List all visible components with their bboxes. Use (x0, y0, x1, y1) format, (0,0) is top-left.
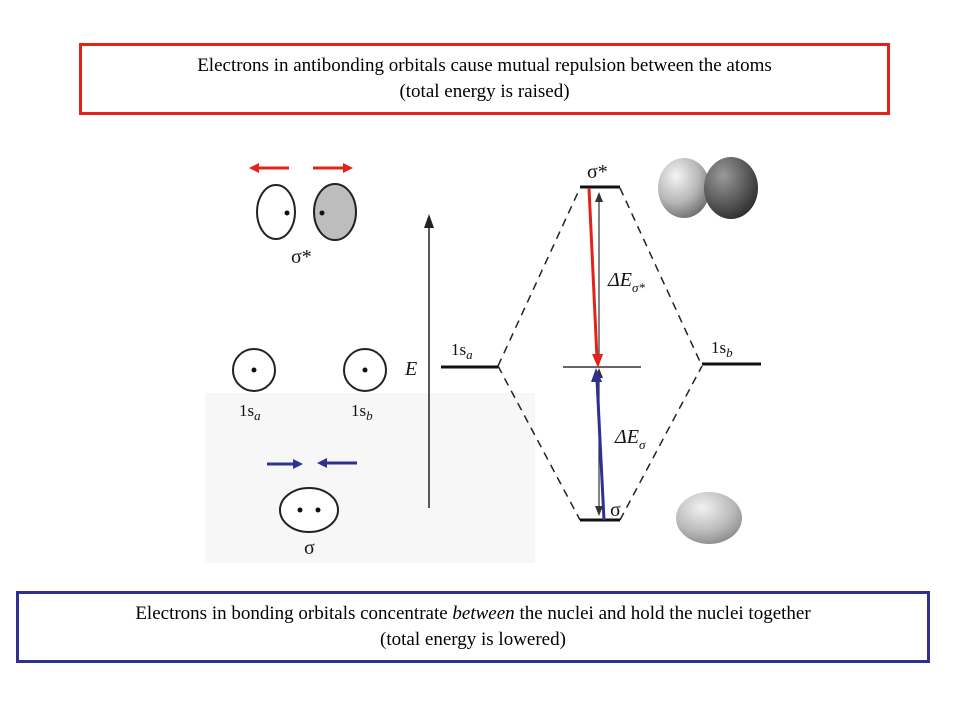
bonding-caption-emphasis: between (452, 603, 515, 624)
sigma-star-lobe-a (256, 184, 296, 240)
bonding-highlight-arrow (595, 379, 606, 521)
atomic-orbitals-picture: 1sa 1sb (232, 348, 387, 423)
antibonding-highlight-arrow (587, 187, 599, 359)
correlation-lines (497, 187, 703, 521)
attraction-arrows (267, 458, 357, 469)
sigma-3d-render (676, 492, 742, 544)
sigma-star-lobe-b (313, 183, 357, 241)
delta-e-sigma-star-label: ΔEσ* (607, 269, 645, 295)
bonding-caption-line1: Electrons in bonding orbitals concentrat… (135, 603, 811, 624)
scan-background-patch (205, 393, 535, 563)
repulsion-arrows (249, 163, 353, 173)
level-label-1sb: 1sb (711, 338, 733, 360)
energy-axis-label: E (404, 358, 417, 380)
bonding-caption-box: Electrons in bonding orbitals concentrat… (16, 591, 930, 663)
atomic-label-1sa: 1sa (239, 401, 261, 423)
sigma-star-level-label: σ* (587, 161, 608, 183)
antibonding-caption-line1: Electrons in antibonding orbitals cause … (197, 55, 772, 76)
energy-levels: σ* 1sa 1sb σ ΔEσ* ΔEσ (441, 161, 761, 522)
delta-e-sigma-label: ΔEσ (614, 426, 646, 452)
sigma-star-picture-label: σ* (291, 246, 312, 268)
sigma-orbital-picture: σ (279, 487, 339, 559)
bonding-caption-line2: (total energy is lowered) (380, 629, 566, 650)
molecular-orbital-diagram: σ* 1sa 1sb σ E (205, 148, 765, 568)
sigma-star-orbital-picture: σ* (256, 183, 357, 268)
antibonding-caption-box: Electrons in antibonding orbitals cause … (79, 43, 890, 115)
antibonding-caption-line2: (total energy is raised) (399, 81, 570, 102)
sigma-level-label: σ (610, 499, 621, 521)
sigma-bonding-lobe (279, 487, 339, 533)
sigma-star-3d-render (658, 157, 758, 219)
atomic-label-1sb: 1sb (351, 401, 373, 423)
energy-axis: E (404, 214, 434, 508)
sigma-picture-label: σ (304, 537, 315, 559)
level-label-1sa: 1sa (451, 340, 473, 362)
